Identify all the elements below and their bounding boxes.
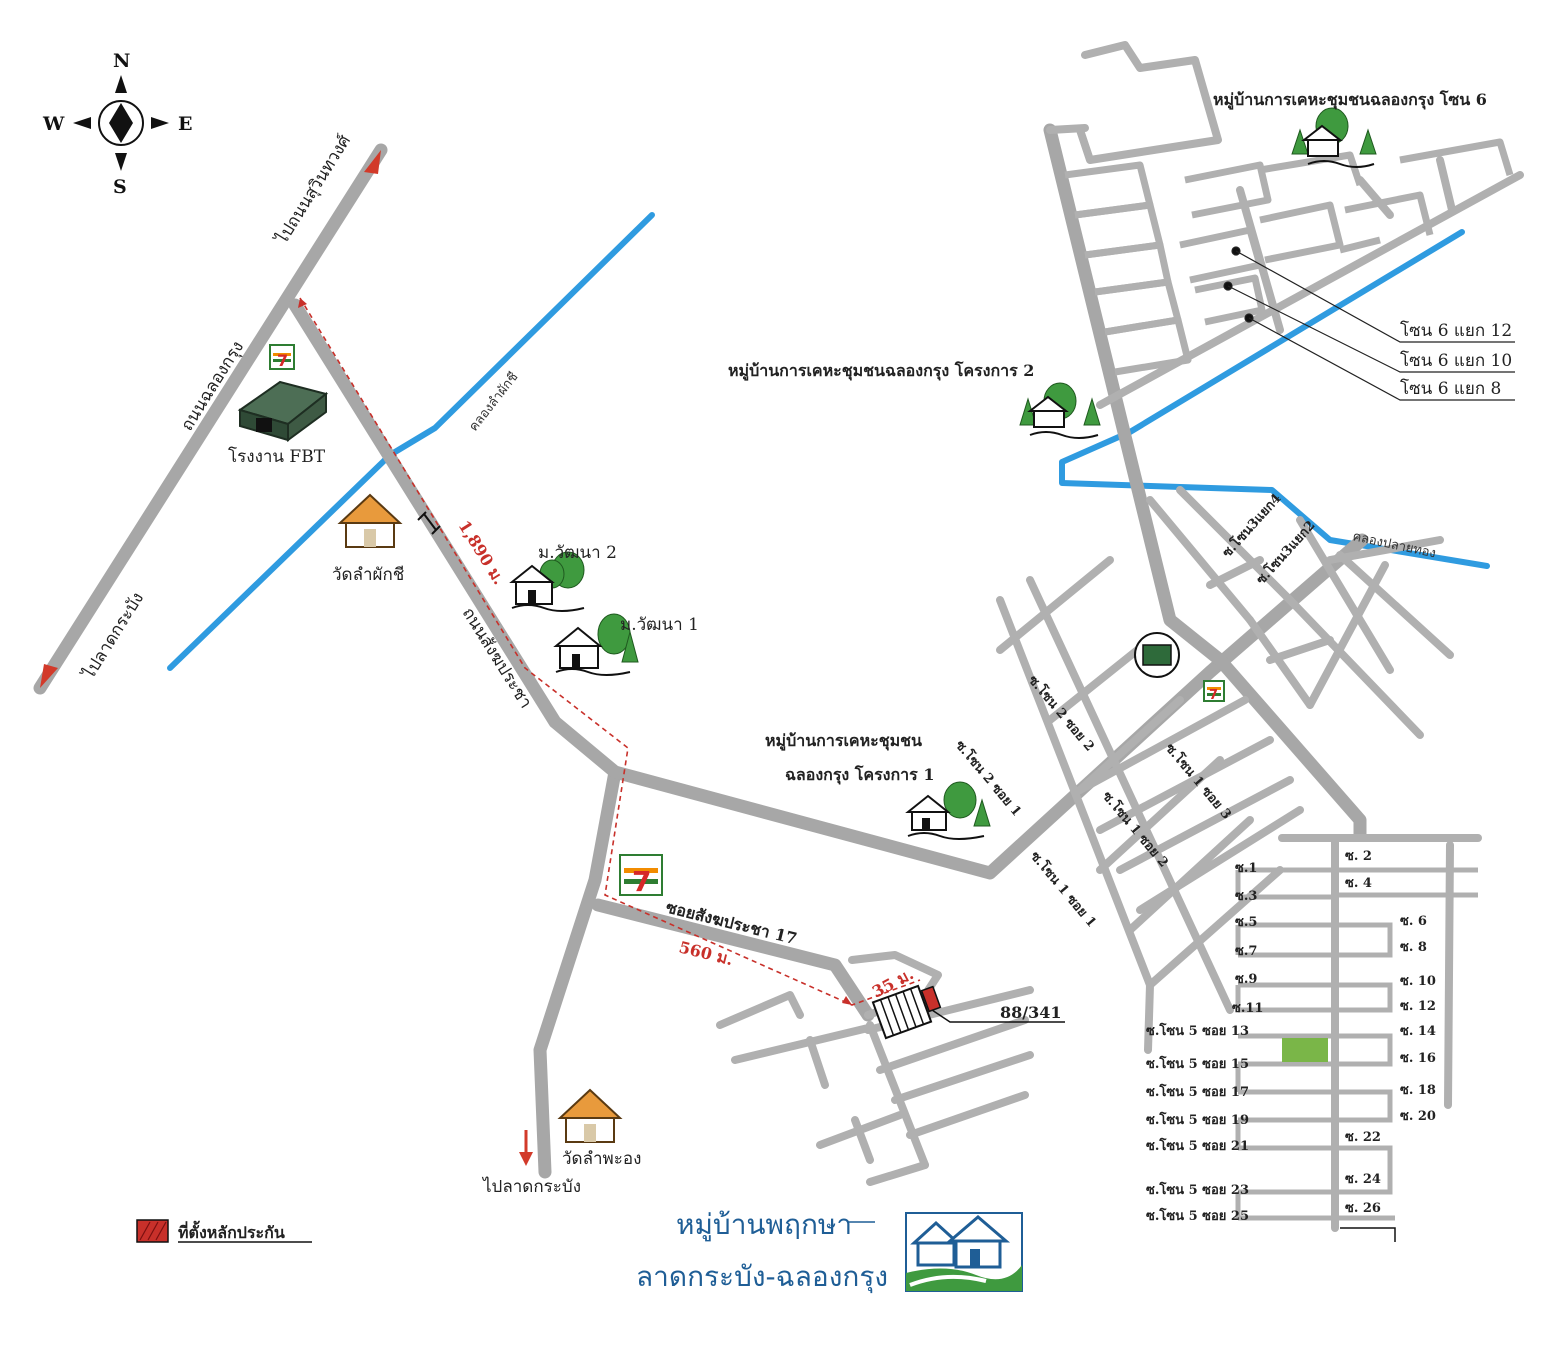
property-plot [871, 984, 1065, 1040]
landmark-label-village-zone6: หมู่บ้านการเคหะชุมชนฉลองกรุง โซน 6 [1213, 89, 1487, 111]
soi-label: ซ.โซน 1 ซอย 3 [1162, 740, 1235, 823]
store-logo-icon: 7 [1203, 680, 1225, 703]
compass-south: S [113, 176, 127, 198]
soi-label: ซ. 16 [1400, 1051, 1436, 1066]
soi-label: ซ.โซน 5 ซอย 21 [1146, 1137, 1249, 1154]
landmark-label-village-project2: หมู่บ้านการเคหะชุมชนฉลองกรุง โครงการ 2 [728, 360, 1034, 382]
soi-label: ซ. 20 [1400, 1109, 1436, 1124]
compass-west: W [42, 113, 65, 135]
soi-label: ซ.7 [1235, 944, 1257, 959]
landmark-label-wattana-1: ม.วัฒนา 1 [620, 615, 699, 635]
title-line1: หมู่บ้านพฤกษา [676, 1208, 852, 1242]
zone6-branch-label: โซน 6 แยก 8 [1400, 378, 1501, 399]
zone6-branch-label: โซน 6 แยก 10 [1400, 350, 1512, 371]
arrow-down-icon [40, 664, 58, 688]
road-zone6-trunk [1043, 123, 1367, 842]
village-house-icon [1019, 382, 1101, 439]
road-label-to-latkrabang-bottom: ไปลาดกระบัง [481, 1176, 581, 1197]
soi-label: ซ.โซน 2 ซอย 2 [1025, 672, 1098, 755]
soi-label: ซ. 12 [1400, 999, 1436, 1014]
soi-label: ซ.โซน 5 ซอย 19 [1146, 1111, 1249, 1128]
temple-icon [557, 1088, 623, 1143]
store-logo-icon: 7 [269, 344, 295, 370]
legend: ที่ตั้งหลักประกัน [136, 1219, 312, 1243]
title-line2: ลาดกระบัง-ฉลองกรุง [636, 1260, 888, 1294]
landmark-label-fbt: โรงงาน FBT [228, 446, 326, 467]
canal-lam-phak-chi [167, 212, 655, 671]
road-sangkhomprachacha [288, 298, 622, 1179]
store-logo-text: 7 [1209, 688, 1218, 703]
zone5-right-labels: ซ. 2 ซ. 4 ซ. 6 ซ. 8 ซ. 10 ซ. 12 ซ. 14 ซ.… [1345, 849, 1436, 1216]
zone6-grid [1046, 41, 1524, 409]
landmark-label-wattana-2: ม.วัฒนา 2 [538, 543, 617, 563]
road-soi-17 [591, 898, 875, 1022]
soi-label: ซ.5 [1235, 915, 1257, 930]
soi-label: ซ. 6 [1400, 914, 1427, 929]
store-logo-text: 7 [277, 351, 288, 370]
landmark-label-wat-lam-phaong: วัดลำพะอง [562, 1149, 641, 1169]
direction-arrows [40, 150, 533, 1166]
store-logo-text: 7 [632, 865, 651, 898]
project-title: หมู่บ้านพฤกษา ลาดกระบัง-ฉลองกรุง [636, 1208, 1023, 1294]
soi-label: ซ. 10 [1400, 974, 1436, 989]
soi-label: ซ. 26 [1345, 1201, 1381, 1216]
canal-plai-thong [1059, 229, 1490, 569]
soi-label: ซ.11 [1232, 1001, 1263, 1016]
zone5-grid [1235, 834, 1482, 1242]
zone5-left-labels: ซ.1 ซ.3 ซ.5 ซ.7 ซ.9 ซ.11 ซ.โซน 5 ซอย 13 … [1146, 861, 1263, 1224]
landmark-label-village-project1-line2: ฉลองกรุง โครงการ 1 [785, 764, 934, 785]
soi-label: ซ. 18 [1400, 1083, 1436, 1098]
temple-icon [337, 493, 403, 548]
landmark-label-wat-lam-phak-chi: วัดลำผักชี [332, 565, 404, 585]
soi-label: ซ.โซน 5 ซอย 15 [1146, 1055, 1249, 1072]
soi-label: ซ.3 [1235, 889, 1257, 904]
soi-label: ซ.โซน3แยก4 [1218, 490, 1284, 561]
store-logo-icon: 7 [619, 854, 663, 898]
soi-label: ซ.โซน3แยก2 [1252, 517, 1318, 588]
arrow-south-icon [519, 1152, 533, 1166]
project-logo-icon [905, 1212, 1023, 1292]
arrow-up-icon [364, 150, 381, 174]
compass-rose: N S W E [42, 50, 192, 198]
soi-label: ซ. 8 [1400, 940, 1427, 955]
building-icon [1134, 632, 1180, 678]
soi-label: ซ. 24 [1345, 1172, 1381, 1187]
bridge-icon [417, 511, 441, 535]
soi-label: ซ. 22 [1345, 1130, 1381, 1145]
distance-route [298, 297, 921, 1006]
property-marker [920, 985, 942, 1013]
soi-label: ซ. 2 [1345, 849, 1372, 864]
soi-label: ซ.1 [1235, 861, 1257, 876]
village-house-icon [1291, 107, 1377, 168]
road-chalongkrung [33, 143, 388, 695]
zone6-branch-leaders [1223, 246, 1515, 401]
soi-label: ซ.โซน 5 ซอย 23 [1146, 1181, 1249, 1198]
landmark-label-village-project1-line1: หมู่บ้านการเคหะชุมชน [765, 731, 922, 752]
soi-label: ซ.โซน 5 ซอย 25 [1146, 1207, 1249, 1224]
village-house-icon [553, 613, 639, 676]
soi-label: ซ. 4 [1345, 876, 1372, 891]
soi-label: ซ.โซน 1 ซอย 1 [1027, 848, 1100, 931]
road-label-to-suwinthawong: ไปถนนสุวินทวงศ์ [270, 131, 355, 249]
compass-north: N [113, 50, 130, 72]
compass-east: E [178, 113, 192, 135]
central-grid [996, 486, 1454, 1054]
legend-label: ที่ตั้งหลักประกัน [178, 1220, 285, 1242]
village-house-icon [905, 781, 991, 840]
soi-label: ซ.9 [1235, 972, 1257, 987]
zone6-branch-label: โซน 6 แยก 12 [1400, 320, 1512, 341]
canal-label-lam-phak-chi: คลองลำผักชี [466, 369, 522, 434]
park-area [1282, 1038, 1328, 1062]
soi-label: ซ. 14 [1400, 1024, 1436, 1039]
factory-icon [237, 380, 329, 442]
property-address: 88/341 [1000, 1003, 1062, 1022]
village-house-icon [509, 551, 585, 612]
soi-label: ซ.โซน 5 ซอย 17 [1146, 1083, 1249, 1100]
soi-label: ซ.โซน 5 ซอย 13 [1146, 1022, 1249, 1039]
